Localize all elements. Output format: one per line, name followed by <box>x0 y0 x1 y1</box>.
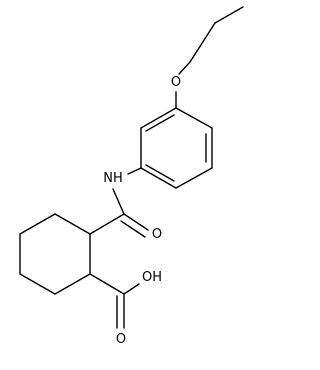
hydroxyl-label: OH <box>142 270 162 285</box>
bond-amide-carbonyl-2 <box>120 220 146 238</box>
bond-ring-to-nh <box>127 167 142 175</box>
amide-nh-label: NH <box>103 171 123 186</box>
cyclohexane-bond-6 <box>54 213 91 235</box>
ring-bond-4 <box>140 167 177 189</box>
bond-propyl-to-oxygen <box>178 61 191 75</box>
ring-bond-3 <box>175 167 213 189</box>
bond-carbonyl-to-ring <box>89 213 125 235</box>
carbonyl-oxygen-label: O <box>152 227 162 242</box>
cyclohexane-bond-5 <box>19 213 56 235</box>
cyclohexane-bond-3 <box>19 273 56 295</box>
cyclohexane-bond-2 <box>54 273 91 295</box>
propyl-chain <box>178 6 244 75</box>
bond-amide-carbonyl-1 <box>123 213 149 231</box>
chemical-structure-diagram: O NH O OH O <box>19 6 244 347</box>
bond-nh-to-carbonyl <box>112 188 125 215</box>
bond-acid-to-hydroxyl <box>123 283 140 295</box>
bond-propyl-middle <box>189 22 216 63</box>
ring-bond-6 <box>140 107 177 129</box>
bond-ring-to-acid <box>89 273 125 295</box>
ether-oxygen-label: O <box>171 75 181 90</box>
acid-oxygen-label: O <box>116 332 126 347</box>
ring-bond-1 <box>175 107 213 129</box>
benzene-ring <box>140 107 213 189</box>
cyclohexane-ring <box>19 213 91 295</box>
ring-double-bond-2 <box>145 164 175 182</box>
ring-double-bond-3 <box>145 114 175 132</box>
bond-propyl-terminal <box>214 6 244 24</box>
